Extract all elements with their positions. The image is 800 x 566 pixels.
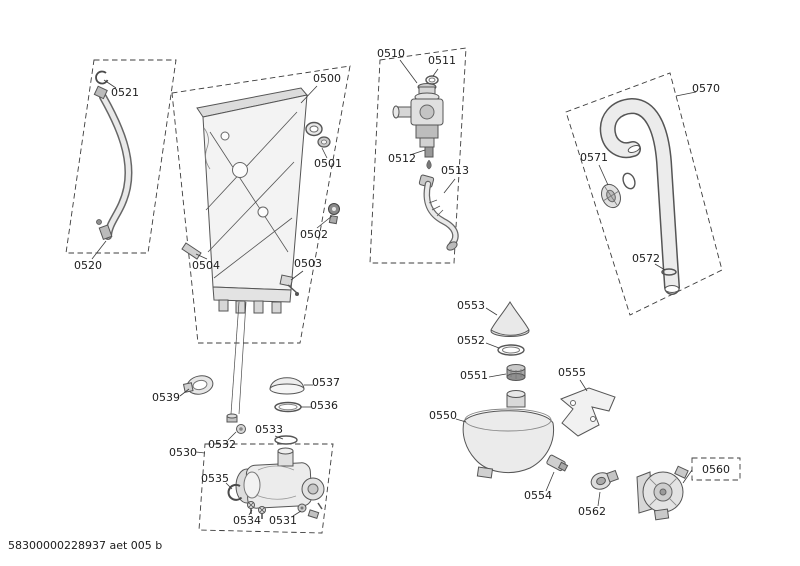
part-label-0554: 0554 bbox=[524, 489, 552, 502]
part-labels: 0521 0520 0500 0501 0502 0504 0503 0510 … bbox=[74, 47, 730, 527]
part-0504-strip-drawing bbox=[181, 242, 202, 260]
part-0501-seals-drawing bbox=[305, 121, 331, 148]
part-0536-ring-drawing bbox=[274, 401, 302, 413]
part-label-0513: 0513 bbox=[441, 164, 469, 177]
part-0500-panel-drawing bbox=[196, 87, 308, 314]
part-label-0560: 0560 bbox=[702, 463, 730, 476]
region-tube-box bbox=[565, 72, 723, 316]
part-label-0551: 0551 bbox=[460, 369, 488, 382]
part-label-0530: 0530 bbox=[169, 446, 197, 459]
part-0571-grommet-drawing bbox=[601, 172, 636, 209]
part-0512-nozzle-drawing bbox=[424, 146, 434, 170]
part-label-0511: 0511 bbox=[428, 54, 456, 67]
region-0560-label-box bbox=[691, 457, 741, 481]
part-0570-tube-drawing bbox=[599, 97, 680, 295]
part-label-0510: 0510 bbox=[377, 47, 405, 60]
part-0560-pump-drawing bbox=[636, 465, 689, 521]
region-valve-box bbox=[369, 47, 467, 264]
part-label-0533: 0533 bbox=[255, 423, 283, 436]
part-0552-seal-drawing bbox=[497, 344, 525, 356]
region-panel-box bbox=[171, 65, 351, 344]
part-label-0501: 0501 bbox=[314, 157, 342, 170]
part-label-0552: 0552 bbox=[457, 334, 485, 347]
part-0533-ring-drawing bbox=[274, 435, 298, 445]
part-0535-clip-drawing bbox=[227, 483, 243, 501]
part-label-0531: 0531 bbox=[269, 514, 297, 527]
part-label-0570: 0570 bbox=[692, 82, 720, 95]
part-0539-cap-drawing bbox=[182, 375, 214, 395]
part-0550-sump-drawing bbox=[462, 390, 555, 479]
part-0531-fasteners-drawing bbox=[297, 502, 323, 520]
part-label-0500: 0500 bbox=[313, 72, 341, 85]
part-label-0512: 0512 bbox=[388, 152, 416, 165]
part-label-0502: 0502 bbox=[300, 228, 328, 241]
part-label-0536: 0536 bbox=[310, 399, 338, 412]
part-0510-valve-drawing bbox=[392, 83, 444, 148]
part-label-0539: 0539 bbox=[152, 391, 180, 404]
part-0511-ring-drawing bbox=[425, 75, 439, 85]
part-0530-assembly-drawing bbox=[235, 447, 325, 509]
part-0553-cone-drawing bbox=[490, 301, 530, 337]
part-0551-filter-drawing bbox=[506, 364, 526, 381]
part-0537-dome-drawing bbox=[269, 377, 305, 395]
leader-lines bbox=[91, 59, 697, 517]
part-label-0503: 0503 bbox=[294, 257, 322, 270]
part-label-0550: 0550 bbox=[429, 409, 457, 422]
part-label-0562: 0562 bbox=[578, 505, 606, 518]
part-label-0504: 0504 bbox=[192, 259, 220, 272]
part-0572-ring-drawing bbox=[661, 268, 677, 276]
part-label-0537: 0537 bbox=[312, 376, 340, 389]
part-0562-pump-section-drawing bbox=[590, 469, 619, 490]
part-0555-bracket-drawing bbox=[560, 387, 616, 437]
part-0502-plug-drawing bbox=[328, 203, 340, 225]
part-label-0553: 0553 bbox=[457, 299, 485, 312]
part-label-0534: 0534 bbox=[233, 514, 261, 527]
part-0503-clip-drawing bbox=[279, 274, 299, 296]
region-hose-box bbox=[65, 59, 177, 254]
part-0532-fasteners-drawing bbox=[226, 413, 246, 434]
part-0513-hose-drawing bbox=[418, 174, 459, 251]
part-0554-fitting-drawing bbox=[546, 454, 569, 472]
part-label-0521: 0521 bbox=[111, 86, 139, 99]
part-label-0532: 0532 bbox=[208, 438, 236, 451]
part-label-0571: 0571 bbox=[580, 151, 608, 164]
part-0520-hose-drawing bbox=[93, 85, 133, 240]
part-0534-screws-drawing bbox=[247, 501, 266, 519]
document-id: 58300000228937 aet 005 b bbox=[8, 539, 162, 552]
part-label-0535: 0535 bbox=[201, 472, 229, 485]
part-label-0520: 0520 bbox=[74, 259, 102, 272]
alignment-lines bbox=[230, 301, 247, 415]
diagram-regions bbox=[65, 47, 741, 534]
part-label-0572: 0572 bbox=[632, 252, 660, 265]
part-0521-clip-drawing bbox=[95, 70, 109, 85]
part-label-0555: 0555 bbox=[558, 366, 586, 379]
